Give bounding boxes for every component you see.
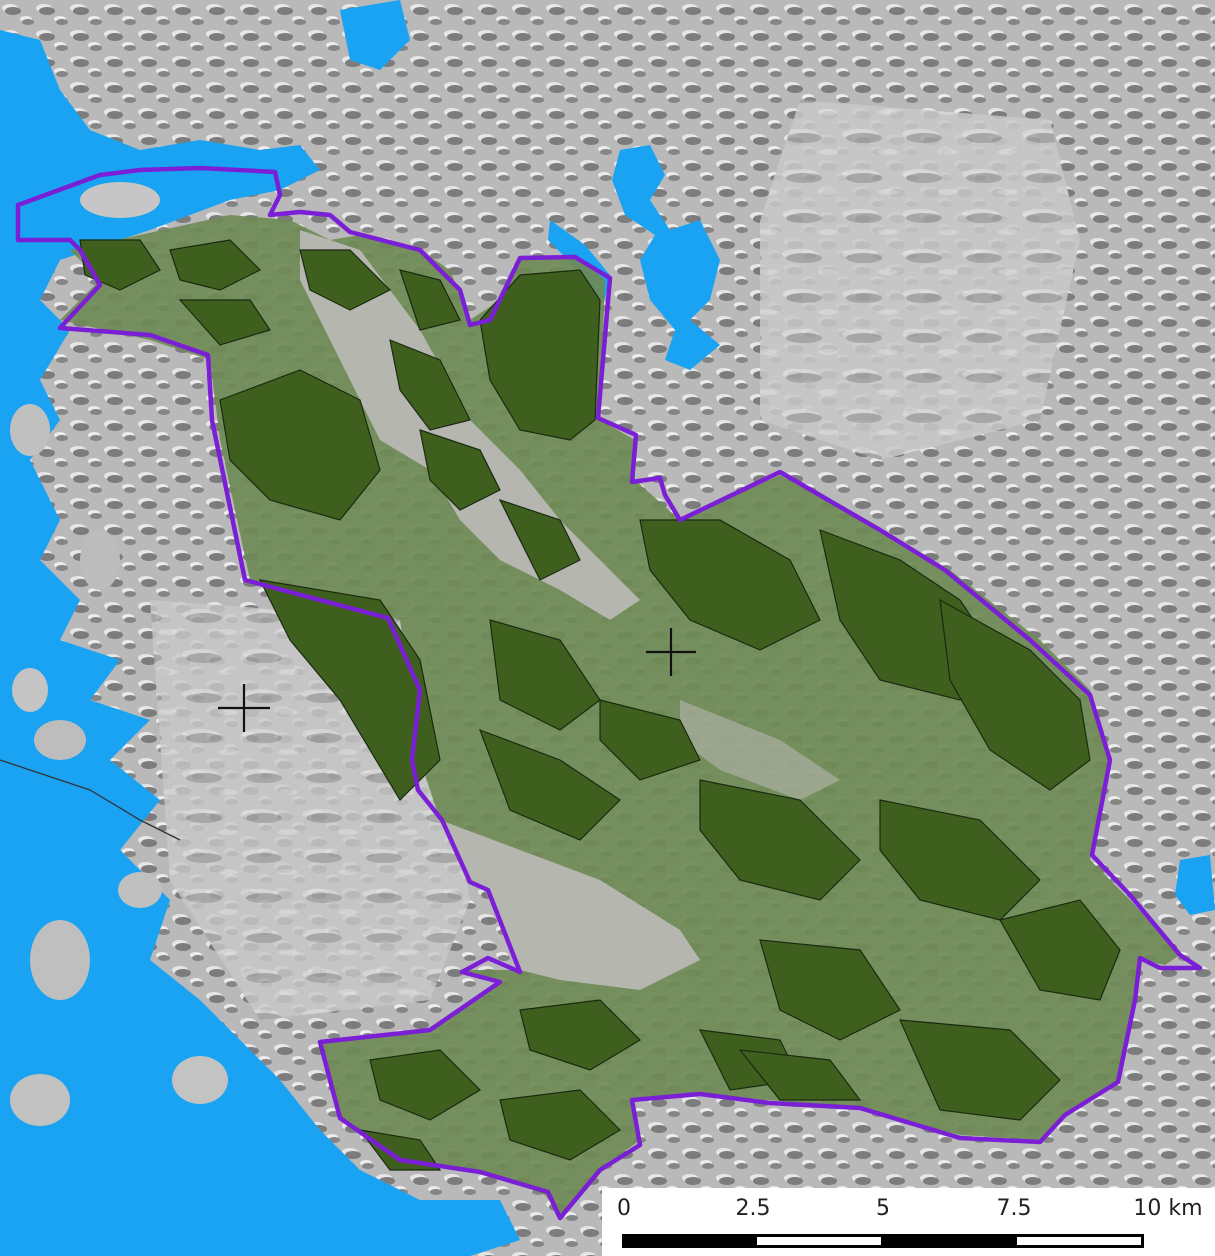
scale-seg-2 — [754, 1234, 884, 1248]
scale-label-7-5: 7.5 — [996, 1196, 1032, 1221]
scale-label-2-5: 2.5 — [735, 1196, 771, 1221]
plus-marker-center — [646, 628, 696, 676]
scale-seg-3 — [884, 1234, 1014, 1248]
scale-label-10-km: 10 km — [1133, 1196, 1203, 1221]
scale-label-5: 5 — [876, 1196, 890, 1221]
water-islet-8 — [80, 182, 160, 218]
water-islet-2 — [34, 720, 86, 760]
water-west-coast — [0, 30, 520, 1256]
water-lake-east — [1175, 855, 1215, 915]
water-islet-3 — [80, 530, 120, 590]
water-islet-7 — [172, 1056, 228, 1104]
water-islet-4 — [118, 872, 162, 908]
scale-seg-4 — [1014, 1234, 1144, 1248]
study-area-boundary — [15, 165, 1203, 1221]
water-islet-5 — [30, 920, 90, 1000]
water-north-lake — [340, 0, 410, 70]
scale-label-0: 0 — [617, 1196, 631, 1221]
scale-seg-1 — [622, 1234, 754, 1248]
water-islet-1 — [12, 668, 48, 712]
water-islet-9 — [10, 404, 50, 456]
scale-bar: 0 2.5 5 7.5 10 km — [602, 1188, 1215, 1256]
terrain-smooth-northeast — [760, 100, 1080, 460]
plus-marker-west — [218, 684, 270, 732]
forest-patches-dark — [79, 239, 1121, 1171]
road-line-west — [0, 759, 181, 841]
water-islet-6 — [10, 1074, 70, 1126]
water-lake-chain — [612, 145, 720, 370]
